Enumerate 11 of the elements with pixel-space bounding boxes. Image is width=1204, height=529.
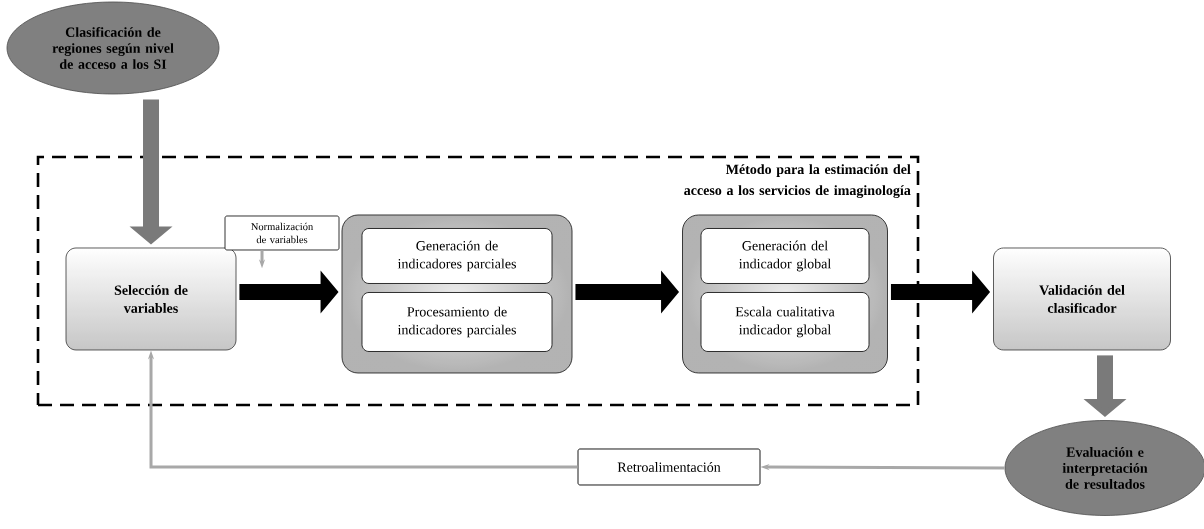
step-box: Escala cualitativa indicador global: [700, 292, 870, 352]
group-box: [341, 214, 573, 374]
step-box: Procesamiento de indicadores parciales: [361, 292, 553, 352]
step-box: Generación del indicador global: [700, 228, 870, 284]
process-box: Validación del clasificador: [993, 247, 1171, 351]
group-box: [682, 214, 888, 374]
process-box: Retroalimentación: [577, 448, 761, 486]
process-box: Selección de variables: [65, 247, 237, 351]
note-box: Normalización de variables: [224, 215, 340, 251]
step-box: Generación de indicadores parciales: [361, 228, 553, 284]
frame-title: Método para la estimación del acceso a los servicios de imaginología: [684, 164, 911, 198]
